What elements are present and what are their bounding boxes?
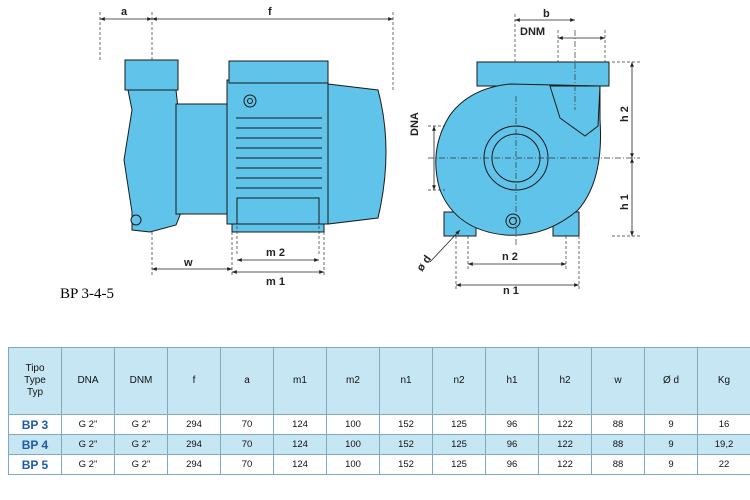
specification-table: Tipo Type Typ DNA DNM f a m1 m2 n1 n2 h1… (8, 347, 750, 475)
header-h1: h1 (485, 347, 539, 415)
header-kg: Kg (697, 347, 750, 415)
table-row: BP 3 G 2" G 2" 294 70 124 100 152 125 96… (8, 414, 750, 435)
header-n2: n2 (432, 347, 486, 415)
dim-label-w: w (183, 257, 193, 269)
drain-plug-icon (130, 214, 142, 226)
header-m2: m2 (326, 347, 380, 415)
cell-h1: 96 (485, 414, 539, 435)
dim-label-n1: n 1 (503, 285, 519, 297)
cell-w: 88 (591, 434, 645, 455)
cooling-fins (236, 117, 322, 189)
cell-m2: 100 (326, 454, 380, 475)
cell-w: 88 (591, 454, 645, 475)
cell-n1: 152 (379, 454, 433, 475)
header-dnm: DNM (114, 347, 168, 415)
cell-kg: 19,2 (697, 434, 750, 455)
cell-dnm: G 2" (114, 414, 168, 435)
bracket (175, 103, 237, 215)
cell-a: 70 (220, 454, 274, 475)
header-type: Tipo Type Typ (8, 347, 62, 415)
cell-dna: G 2" (61, 454, 115, 475)
motor-rear-cap (327, 83, 387, 225)
header-a: a (220, 347, 274, 415)
motor-foot (236, 197, 320, 227)
cell-dna: G 2" (61, 434, 115, 455)
cell-n2: 125 (432, 434, 486, 455)
header-type-en: Type (24, 375, 46, 386)
dim-label-b: b (543, 8, 550, 20)
pump-front-view (435, 61, 610, 237)
header-m1: m1 (273, 347, 327, 415)
pump-casing (123, 89, 183, 233)
outlet-flange (476, 61, 610, 87)
dim-label-a: a (121, 6, 128, 18)
terminal-box (228, 60, 329, 84)
cell-n1: 152 (379, 414, 433, 435)
cell-a: 70 (220, 434, 274, 455)
cell-m2: 100 (326, 434, 380, 455)
dim-label-n2: n 2 (502, 251, 518, 263)
cell-h1: 96 (485, 434, 539, 455)
header-n1: n1 (379, 347, 433, 415)
model-caption: BP 3-4-5 (60, 286, 115, 302)
row-model: BP 5 (8, 454, 62, 475)
cell-f: 294 (167, 454, 221, 475)
discharge-neck (549, 85, 601, 137)
header-dna: DNA (61, 347, 115, 415)
table-header-row: Tipo Type Typ DNA DNM f a m1 m2 n1 n2 h1… (8, 347, 750, 415)
cell-od: 9 (644, 434, 698, 455)
header-type-it: Tipo (25, 363, 45, 374)
cell-h1: 96 (485, 454, 539, 475)
cell-h2: 122 (538, 434, 592, 455)
dim-label-dnm: DNM (520, 26, 545, 38)
cell-kg: 22 (697, 454, 750, 475)
cell-n2: 125 (432, 414, 486, 435)
cell-m1: 124 (273, 434, 327, 455)
cell-a: 70 (220, 414, 274, 435)
inlet-flange (124, 59, 179, 91)
header-type-de: Typ (26, 387, 44, 398)
cell-f: 294 (167, 434, 221, 455)
dim-label-h1: h 1 (619, 194, 631, 210)
dim-label-m2: m 2 (266, 247, 285, 259)
dim-label-m1: m 1 (266, 276, 285, 288)
cell-od: 9 (644, 414, 698, 435)
cell-dna: G 2" (61, 414, 115, 435)
cell-dnm: G 2" (114, 454, 168, 475)
table-row: BP 4 G 2" G 2" 294 70 124 100 152 125 96… (8, 434, 750, 455)
dim-label-od: ø d (415, 253, 434, 273)
dim-label-f: f (268, 6, 272, 18)
row-model: BP 4 (8, 434, 62, 455)
cell-m2: 100 (326, 414, 380, 435)
header-od: Ø d (644, 347, 698, 415)
cell-n1: 152 (379, 434, 433, 455)
dim-label-dna: DNA (409, 112, 421, 136)
cell-h2: 122 (538, 414, 592, 435)
cell-n2: 125 (432, 454, 486, 475)
gland-nut-icon (243, 94, 257, 108)
cell-dnm: G 2" (114, 434, 168, 455)
cell-w: 88 (591, 414, 645, 435)
cell-m1: 124 (273, 414, 327, 435)
pump-technical-drawing: a f w m 2 m 1 (99, 6, 640, 297)
header-f: f (167, 347, 221, 415)
cell-kg: 16 (697, 414, 750, 435)
cell-f: 294 (167, 414, 221, 435)
header-h2: h2 (538, 347, 592, 415)
cell-m1: 124 (273, 454, 327, 475)
table-row: BP 5 G 2" G 2" 294 70 124 100 152 125 96… (8, 454, 750, 475)
pump-side-view (123, 59, 387, 233)
row-model: BP 3 (8, 414, 62, 435)
cell-od: 9 (644, 454, 698, 475)
header-w: w (591, 347, 645, 415)
cell-h2: 122 (538, 454, 592, 475)
dim-label-h2: h 2 (619, 106, 631, 122)
